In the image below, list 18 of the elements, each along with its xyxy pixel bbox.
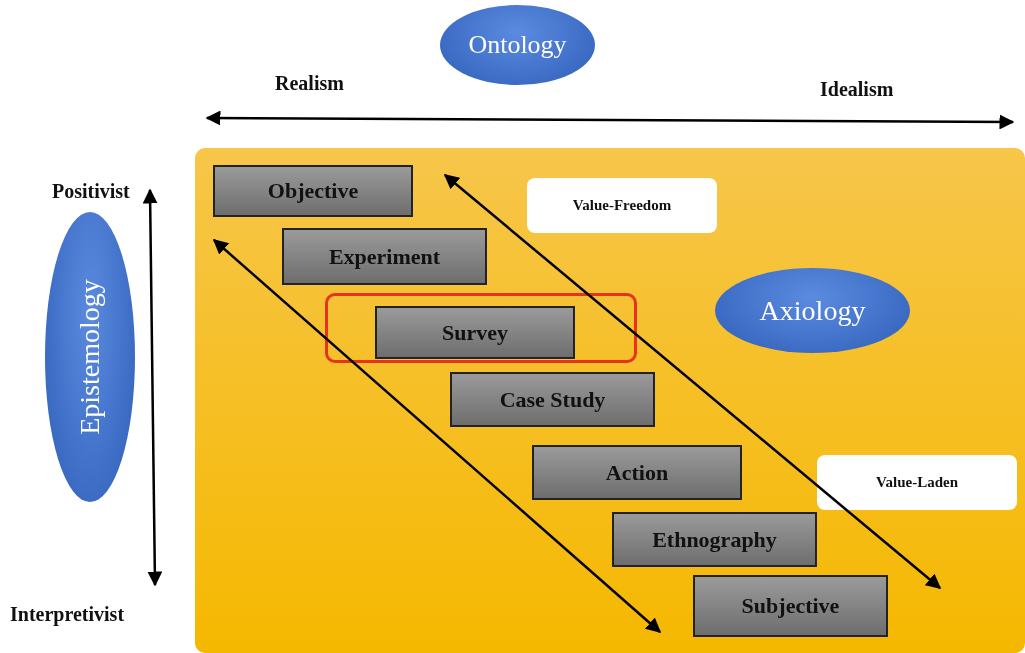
method-box: Experiment	[282, 228, 487, 285]
ellipse-label: Ontology	[468, 30, 567, 60]
method-box: Objective	[213, 165, 413, 217]
axis-label: Interpretivist	[10, 603, 125, 626]
method-box: Case Study	[450, 372, 655, 427]
axis-label: Idealism	[820, 78, 894, 101]
background-panel	[195, 148, 1025, 653]
highlight-frame	[325, 293, 637, 363]
ellipse-label: Epistemology	[74, 279, 106, 435]
text-label: Value-Freedom	[527, 178, 717, 233]
method-box: Action	[532, 445, 742, 500]
text-label: Value-Laden	[817, 455, 1017, 510]
axis-label: Realism	[275, 72, 344, 95]
ellipse-label: Axiology	[759, 294, 866, 327]
method-box: Ethnography	[612, 512, 817, 567]
method-box: Survey	[375, 306, 575, 359]
axis-label: Positivist	[52, 180, 130, 203]
method-box: Subjective	[693, 575, 888, 637]
